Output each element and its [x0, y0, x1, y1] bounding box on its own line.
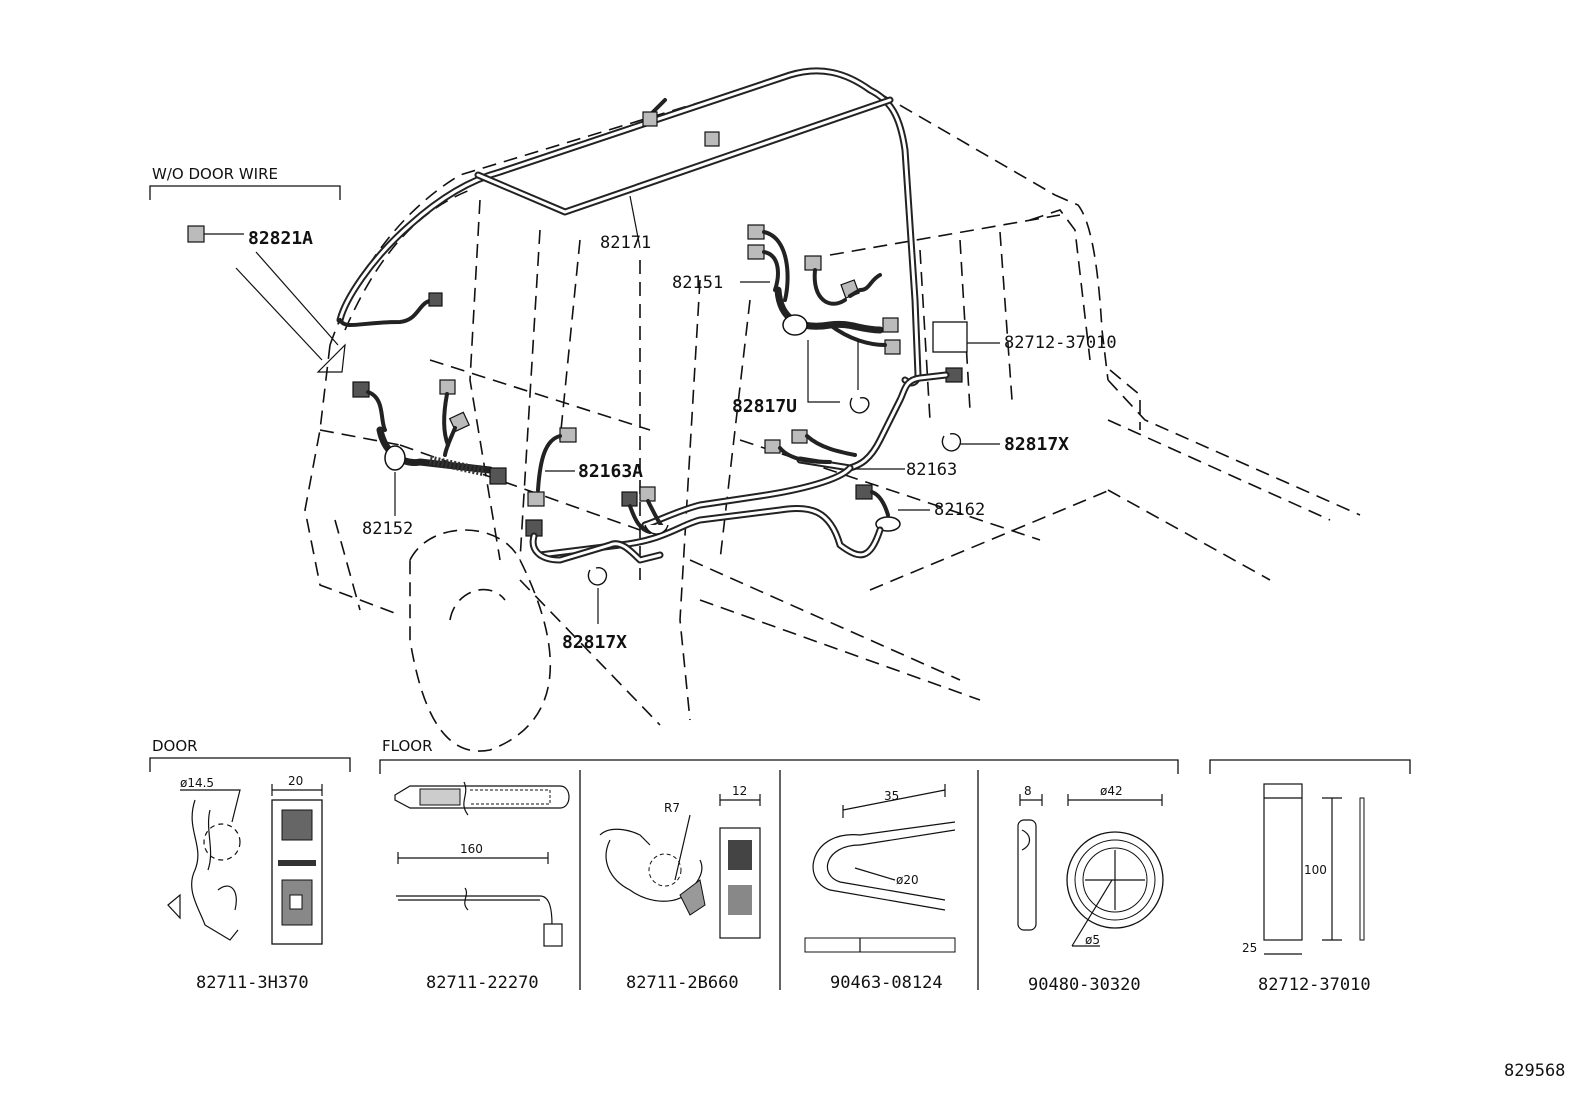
- dim-25: 25: [1242, 941, 1257, 955]
- clamp-82817U: [849, 396, 870, 414]
- detail-82711-22270: 160 82711-22270: [394, 781, 570, 993]
- part-82712-37010-detail: 82712-37010: [1258, 975, 1371, 995]
- clamp-82817X-right: [941, 433, 962, 452]
- harness-82163: [641, 367, 963, 529]
- dim-160: 160: [460, 842, 483, 856]
- door-label: DOOR: [152, 737, 198, 755]
- label-82162: 82162: [934, 500, 985, 520]
- label-82171: 82171: [600, 233, 651, 253]
- label-82163: 82163: [906, 460, 957, 480]
- harness-82151: [740, 224, 901, 355]
- label-82817U: 82817U: [732, 396, 797, 417]
- floor-section: FLOOR: [379, 737, 1179, 774]
- dim-12: 12: [732, 784, 747, 798]
- roof-harness-82171: [336, 67, 922, 387]
- part-82711-22270: 82711-22270: [426, 973, 539, 993]
- dim-phi14-5: ø14.5: [180, 776, 214, 790]
- detail-82711-3H370: ø14.5 20 82711-3H370: [167, 774, 323, 993]
- dim-100: 100: [1304, 863, 1327, 877]
- label-82163A: 82163A: [578, 461, 643, 482]
- floor-label: FLOOR: [382, 737, 433, 755]
- label-82152: 82152: [362, 519, 413, 539]
- wo-door-wire-bracket: W/O DOOR WIRE: [149, 165, 341, 200]
- part-90480-30320: 90480-30320: [1028, 975, 1141, 995]
- dim-phi42: ø42: [1100, 784, 1123, 798]
- wo-door-wire-label: W/O DOOR WIRE: [152, 165, 278, 183]
- harness-82163A: [525, 427, 669, 564]
- detail-82711-2B660: R7 12 82711-2B660: [599, 784, 761, 993]
- view-arrow: [235, 251, 346, 373]
- dim-8: 8: [1024, 784, 1032, 798]
- label-section-bracket: [1209, 759, 1411, 774]
- part-82711-2B660: 82711-2B660: [626, 973, 739, 993]
- detail-82712-37010: 100 25 82712-37010: [1242, 783, 1371, 995]
- door-section: DOOR: [149, 737, 351, 772]
- harness-82152: [352, 379, 507, 516]
- label-plate: [932, 321, 968, 353]
- label-82712-37010-top: 82712-37010: [1004, 333, 1117, 353]
- detail-90480-30320: 8 ø42 ø5 90480-30320: [1017, 784, 1164, 995]
- harness-82162: [536, 484, 901, 559]
- vehicle-outline: [304, 69, 1361, 752]
- dim-phi20: ø20: [896, 873, 919, 887]
- dim-35: 35: [884, 789, 899, 803]
- label-82817X-right: 82817X: [1004, 434, 1069, 455]
- part-82711-3H370: 82711-3H370: [196, 973, 309, 993]
- detail-90463-08124: 35 ø20 90463-08124: [804, 784, 956, 993]
- dim-R7: R7: [664, 801, 680, 815]
- label-82821A: 82821A: [248, 228, 313, 249]
- dim-phi5: ø5: [1085, 933, 1100, 947]
- connector-82821A: [187, 225, 205, 243]
- part-90463-08124: 90463-08124: [830, 973, 943, 993]
- label-82817X-left: 82817X: [562, 632, 627, 653]
- label-82151: 82151: [672, 273, 723, 293]
- diagram-id: 829568: [1504, 1061, 1565, 1081]
- dim-20: 20: [288, 774, 303, 788]
- clamp-82817X-left: [587, 567, 608, 586]
